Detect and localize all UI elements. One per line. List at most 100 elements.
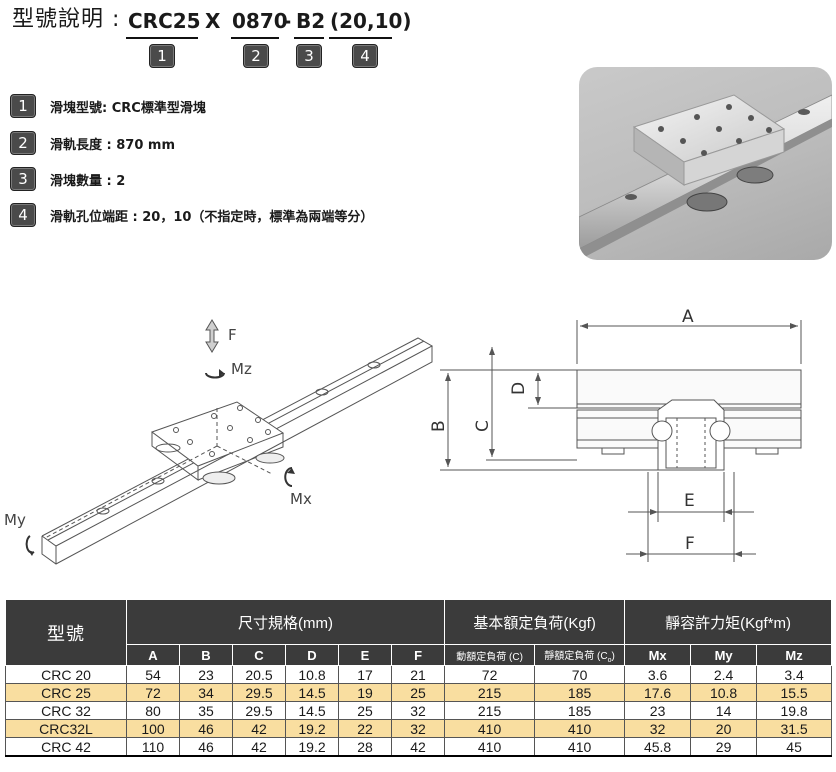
static-load-close: ): [611, 650, 615, 662]
cell-mx: 23: [624, 701, 692, 720]
col-header-b: B: [179, 644, 233, 666]
col-header-static-load: 靜額定負荷 (Co): [534, 644, 626, 666]
table-row: CRC 20 54 23 20.5 10.8 17 21 72 70 3.6 2…: [5, 665, 833, 684]
mx-label: Mx: [290, 490, 312, 508]
col-header-a: A: [126, 644, 180, 666]
description-text: 滑塊數量 : 2: [50, 173, 126, 189]
description-item-hole-distance: 4 滑軌孔位端距 : 20，10（不指定時，標準為兩端等分）: [10, 203, 373, 227]
cell-my: 20: [690, 719, 758, 738]
cell-mz: 3.4: [756, 665, 833, 684]
description-text: 滑軌孔位端距 : 20，10（不指定時，標準為兩端等分）: [50, 209, 374, 225]
static-load-text: 靜額定負荷 (C: [544, 650, 608, 662]
description-item-rail-length: 2 滑軌長度 : 870 mm: [10, 131, 175, 155]
cell-a: 110: [126, 737, 180, 757]
section-diagram: A D C B E F: [429, 307, 802, 562]
dim-c-label: C: [473, 420, 493, 432]
cell-c: 42: [232, 737, 286, 757]
rail-side: [41, 346, 433, 565]
description-item-block-type: 1 滑塊型號: CRC標準型滑塊: [10, 94, 206, 118]
product-photo-illustration: [579, 94, 832, 260]
cell-mz: 15.5: [756, 683, 833, 702]
cell-e: 17: [338, 665, 392, 684]
force-label: F: [228, 326, 237, 344]
cell-static-load: 70: [534, 665, 626, 684]
cell-b: 34: [179, 683, 233, 702]
col-header-d: D: [285, 644, 339, 666]
table-row: CRC 25 72 34 29.5 14.5 19 25 215 185 17.…: [5, 683, 833, 702]
cell-f: 42: [390, 737, 446, 757]
description-text: 滑塊型號: CRC標準型滑塊: [50, 100, 206, 116]
cell-static-load: 185: [534, 683, 626, 702]
spec-table: 型號 尺寸規格(mm) 基本額定負荷(Kgf) 靜容許力矩(Kgf*m) A B…: [5, 599, 833, 757]
isometric-diagram: F Mz Mx My: [4, 319, 434, 565]
cell-e: 19: [338, 683, 392, 702]
cell-mz: 31.5: [756, 719, 833, 738]
cell-f: 32: [390, 701, 446, 720]
cell-c: 29.5: [232, 701, 286, 720]
cell-c: 42: [232, 719, 286, 738]
cell-c: 20.5: [232, 665, 286, 684]
cell-model: CRC 20: [5, 665, 127, 684]
code-underline-hole-pitch: [329, 37, 392, 39]
col-header-c: C: [232, 644, 286, 666]
col-header-e: E: [338, 644, 392, 666]
description-item-block-count: 3 滑塊數量 : 2: [10, 167, 125, 191]
cell-mx: 3.6: [624, 665, 692, 684]
code-underline-length: [231, 37, 279, 39]
cell-mz: 19.8: [756, 701, 833, 720]
cell-d: 14.5: [285, 701, 339, 720]
cell-d: 14.5: [285, 683, 339, 702]
cell-model: CRC32L: [5, 719, 127, 738]
cell-c: 29.5: [232, 683, 286, 702]
cell-my: 10.8: [690, 683, 758, 702]
cell-mx: 45.8: [624, 737, 692, 757]
cell-dynamic-load: 215: [444, 701, 536, 720]
table-row: CRC 42 110 46 42 19.2 28 42 410 410 45.8…: [5, 737, 833, 757]
code-badge-3: 3: [296, 44, 322, 68]
cell-my: 14: [690, 701, 758, 720]
cell-b: 23: [179, 665, 233, 684]
product-photo: [579, 67, 832, 260]
cell-my: 2.4: [690, 665, 758, 684]
dim-e-label: E: [684, 491, 695, 511]
description-badge: 1: [10, 94, 36, 118]
cell-static-load: 410: [534, 719, 626, 738]
cell-a: 72: [126, 683, 180, 702]
dim-d-label: D: [509, 382, 529, 395]
cell-e: 22: [338, 719, 392, 738]
moment-group-header: 靜容許力矩(Kgf*m): [624, 599, 833, 645]
code-part-blocks: B2: [296, 9, 326, 33]
cell-a: 80: [126, 701, 180, 720]
cell-d: 10.8: [285, 665, 339, 684]
code-part-length: 0870: [232, 9, 288, 33]
my-rotation-icon: [25, 535, 35, 554]
col-header-f: F: [390, 644, 446, 666]
mz-rotation-icon: [205, 372, 225, 379]
cell-d: 19.2: [285, 737, 339, 757]
model-code-title: 型號說明 :: [12, 7, 121, 32]
mz-label: Mz: [231, 360, 252, 378]
cell-dynamic-load: 410: [444, 719, 536, 738]
cell-a: 100: [126, 719, 180, 738]
cell-my: 29: [690, 737, 758, 757]
description-badge: 2: [10, 131, 36, 155]
code-part-model: CRC25: [128, 9, 201, 33]
force-arrow: [205, 319, 219, 353]
code-underline-model: [126, 37, 198, 39]
dim-a-label: A: [682, 307, 694, 327]
code-badge-2: 2: [243, 44, 269, 68]
cell-f: 32: [390, 719, 446, 738]
cell-model: CRC 42: [5, 737, 127, 757]
cell-model: CRC 25: [5, 683, 127, 702]
model-column-header: 型號: [5, 599, 127, 666]
col-header-my: My: [690, 644, 758, 666]
dim-f-label: F: [685, 534, 695, 554]
description-text: 滑軌長度 : 870 mm: [50, 137, 176, 153]
cell-e: 28: [338, 737, 392, 757]
cell-d: 19.2: [285, 719, 339, 738]
cell-a: 54: [126, 665, 180, 684]
cell-dynamic-load: 410: [444, 737, 536, 757]
description-badge: 4: [10, 203, 36, 227]
cell-b: 46: [179, 737, 233, 757]
code-part-hole-pitch: (20,10): [330, 9, 412, 33]
